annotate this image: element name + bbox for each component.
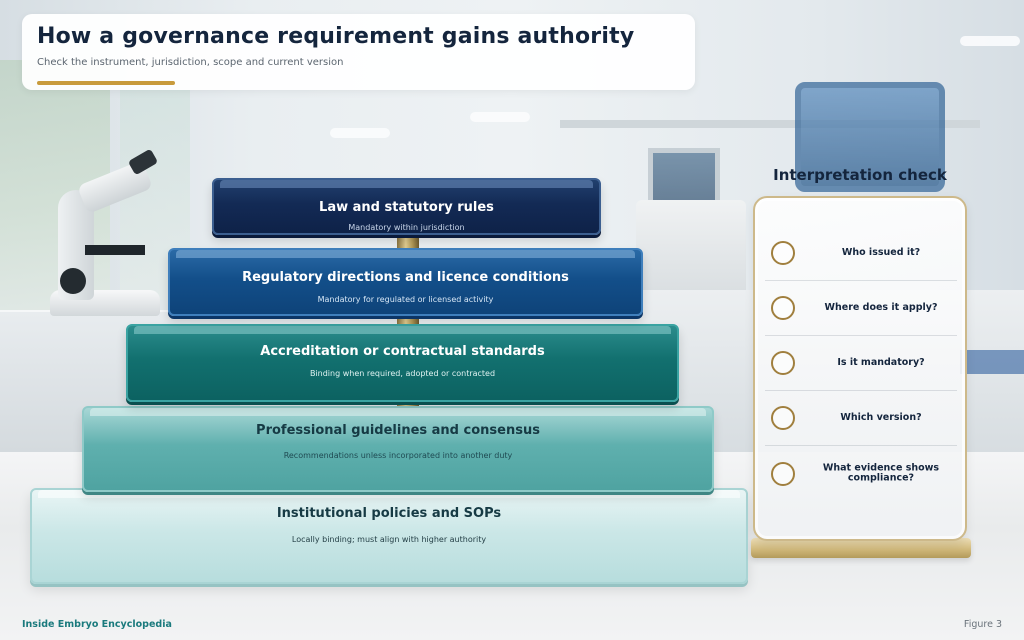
check-item: Which version? [765,391,957,446]
background-accent [960,350,1024,374]
tier-description: Mandatory for regulated or licensed acti… [317,295,494,304]
connector-post [397,400,419,410]
tier-description: Locally binding; must align with higher … [291,535,487,544]
interpretation-check-card: Who issued it? Where does it apply? Is i… [753,196,967,541]
check-question: Is it mandatory? [837,356,925,368]
circle-icon [771,406,795,430]
circle-icon [771,241,795,265]
ceiling-light [330,128,390,138]
tier-description: Mandatory within jurisdiction [348,223,465,232]
check-item: Who issued it? [765,226,957,281]
tier-regulatory-directions: Regulatory directions and licence condit… [168,248,643,316]
check-question: Who issued it? [841,246,921,258]
ceiling-light [960,36,1020,46]
tier-label: Professional guidelines and consensus [256,423,540,438]
page-subtitle: Check the instrument, jurisdiction, scop… [37,57,344,68]
background-monitor [795,82,945,192]
tier-institutional-policies: Institutional policies and SOPs Locally … [30,488,748,584]
circle-icon [771,461,795,486]
tier-label: Accreditation or contractual standards [260,344,545,359]
tier-professional-guidelines: Professional guidelines and consensus Re… [82,406,714,492]
check-item: Is it mandatory? [765,336,957,391]
figure-number: Figure 3 [963,619,1002,630]
page-title: How a governance requirement gains autho… [37,24,635,49]
tier-label: Institutional policies and SOPs [276,506,502,521]
background-shelf [560,120,980,128]
check-item: Where does it apply? [765,281,957,336]
tier-label: Regulatory directions and licence condit… [242,270,569,285]
check-question: Which version? [840,411,922,423]
tier-description: Recommendations unless incorporated into… [283,451,513,460]
tier-description: Binding when required, adopted or contra… [309,369,496,378]
tier-accreditation-standards: Accreditation or contractual standards B… [126,324,679,402]
title-accent-bar [37,81,175,85]
check-item: What evidence shows compliance? [765,446,957,501]
ceiling-light [470,112,530,122]
background-device [636,200,746,300]
check-question: What evidence shows compliance? [822,462,940,484]
tier-label: Law and statutory rules [319,200,494,215]
microscope-image [30,148,170,320]
interpretation-check-title: Interpretation check [773,166,947,184]
connector-post [397,233,419,251]
footer-source: Inside Embryo Encyclopedia [22,619,172,630]
header-card: How a governance requirement gains autho… [22,14,695,90]
circle-icon [771,351,795,375]
tier-law-statutory-rules: Law and statutory rules Mandatory within… [212,178,601,235]
check-card-stand [751,538,971,558]
check-question: Where does it apply? [824,301,938,313]
circle-icon [771,296,795,320]
